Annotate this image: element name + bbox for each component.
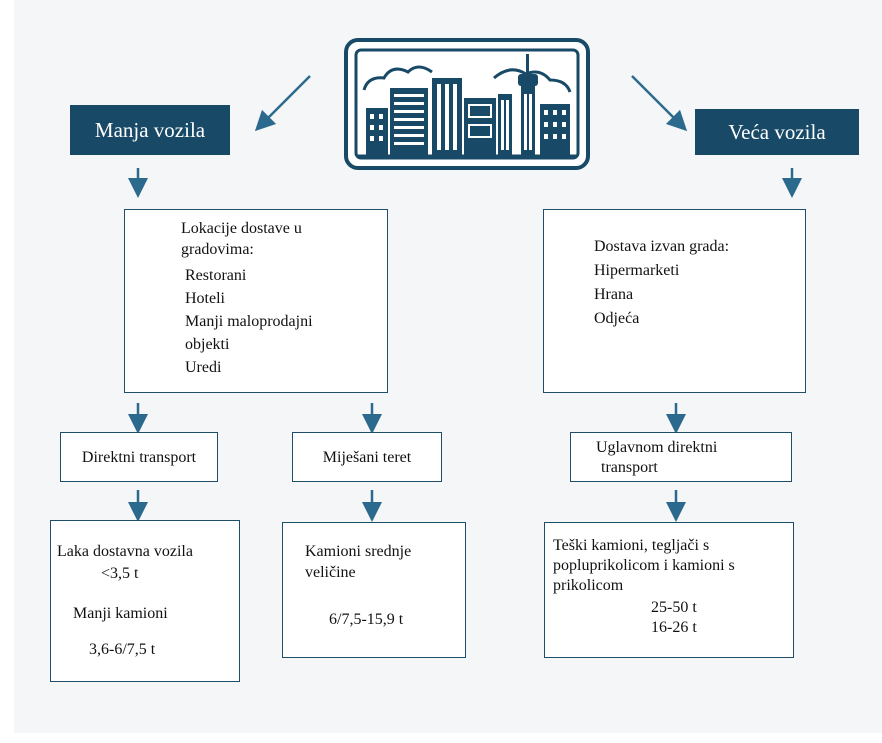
light-vehicles-box: Laka dostavna vozila <3,5 t Manji kamion… <box>50 520 240 682</box>
medium-trucks-line3: 6/7,5-15,9 t <box>329 611 404 628</box>
mostly-direct-line2: transport <box>601 459 658 476</box>
heavy-trucks-line3: prikolicom <box>553 577 624 594</box>
city-box-title-2: gradovima: <box>181 241 254 258</box>
light-vehicles-line2: <3,5 t <box>101 565 139 582</box>
city-box-item: Uredi <box>185 359 222 376</box>
arrow-to-right-header <box>631 75 688 132</box>
medium-trucks-line2: veličine <box>305 564 356 581</box>
mostly-direct-line1: Uglavnom direktni <box>596 439 718 456</box>
city-delivery-box: Lokacije dostave u gradovima: Restorani … <box>124 209 388 393</box>
outside-box-item: Odjeća <box>594 310 640 327</box>
heavy-trucks-line2: popluprikolicom i kamioni s <box>553 557 735 574</box>
light-vehicles-line3: Manji kamioni <box>73 605 168 622</box>
outside-city-box: Dostava izvan grada: Hipermarketi Hrana … <box>543 209 806 393</box>
mixed-cargo-box: Miješani teret <box>292 432 442 482</box>
medium-trucks-line1: Kamioni srednje <box>305 543 412 560</box>
city-box-item: Hoteli <box>185 290 225 307</box>
left-header: Manja vozila <box>70 105 230 155</box>
city-box-item: Manji maloprodajni <box>185 313 313 330</box>
heavy-trucks-line4: 25-50 t <box>651 599 697 616</box>
light-vehicles-line4: 3,6-6/7,5 t <box>89 641 156 658</box>
city-box-item: objekti <box>185 336 230 353</box>
direct-transport-label: Direktni transport <box>81 448 197 466</box>
heavy-trucks-line1: Teški kamioni, tegljači s <box>553 537 710 554</box>
right-header: Veća vozila <box>695 109 859 155</box>
arrow-to-left-header <box>254 75 311 132</box>
city-box-item: Restorani <box>185 267 247 284</box>
direct-transport-box: Direktni transport <box>60 432 218 482</box>
heavy-trucks-box: Teški kamioni, tegljači s popluprikolico… <box>544 522 794 658</box>
light-vehicles-line1: Laka dostavna vozila <box>57 543 193 560</box>
heavy-trucks-line5: 16-26 t <box>651 619 697 636</box>
city-skyline-icon <box>344 38 590 170</box>
city-box-title: Lokacije dostave u <box>181 220 302 237</box>
mixed-cargo-label: Miješani teret <box>322 448 412 466</box>
medium-trucks-box: Kamioni srednje veličine 6/7,5-15,9 t <box>282 522 466 658</box>
outside-box-item: Hipermarketi <box>594 262 680 279</box>
mostly-direct-box: Uglavnom direktni transport <box>570 432 792 482</box>
outside-box-title: Dostava izvan grada: <box>594 238 730 255</box>
outside-box-item: Hrana <box>594 286 634 303</box>
